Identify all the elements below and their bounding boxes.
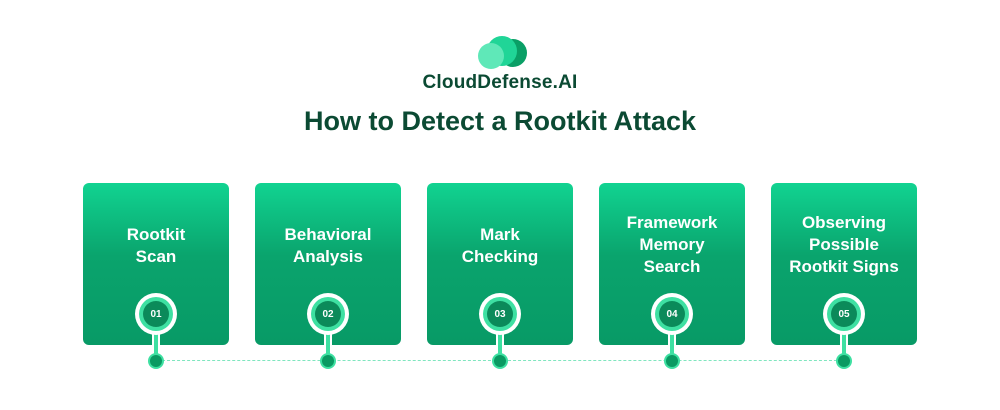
pin-ring: 01 [139,297,173,331]
timeline-dot [494,355,506,367]
brand-name: CloudDefense.AI [422,72,578,93]
step-pin: 04 [651,293,693,335]
pin-stem [326,333,330,357]
step-number: 03 [487,301,513,327]
page-title: How to Detect a Rootkit Attack [303,106,697,136]
cloud-logo-icon [478,36,527,69]
pin-ring: 05 [827,297,861,331]
step-pin: 03 [479,293,521,335]
step-number: 01 [143,301,169,327]
step-pin: 01 [135,293,177,335]
pin-stem [498,333,502,357]
pin-stem [670,333,674,357]
timeline-dot [150,355,162,367]
timeline-dot [838,355,850,367]
timeline-dot [322,355,334,367]
step-pin: 02 [307,293,349,335]
step-number: 05 [831,301,857,327]
pin-stem [842,333,846,357]
pin-ring: 04 [655,297,689,331]
timeline-dot [666,355,678,367]
pin-ring: 03 [483,297,517,331]
step-pin: 05 [823,293,865,335]
step-number: 02 [315,301,341,327]
pin-ring: 02 [311,297,345,331]
step-number: 04 [659,301,685,327]
pin-stem [154,333,158,357]
